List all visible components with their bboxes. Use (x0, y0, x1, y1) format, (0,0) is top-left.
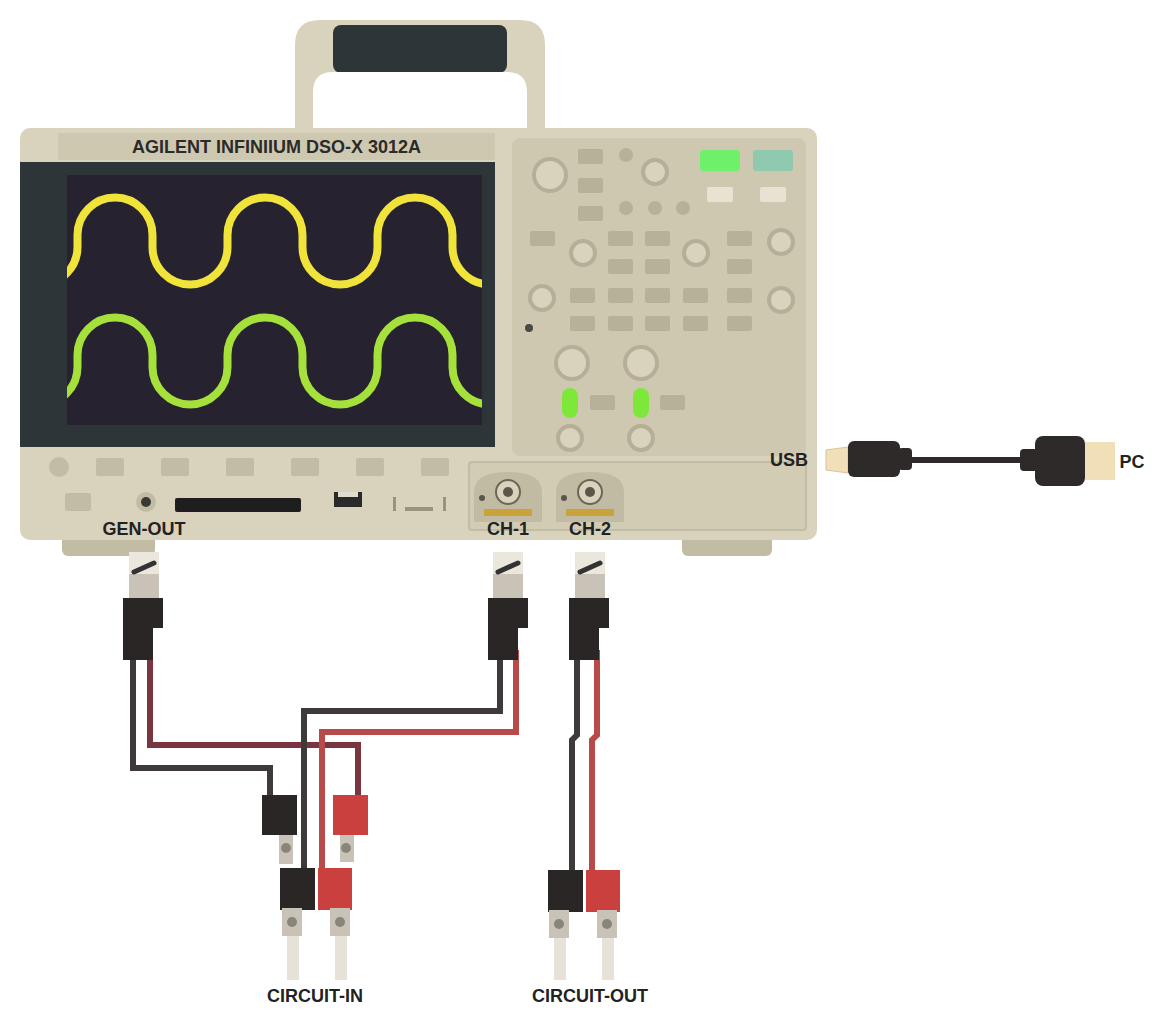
terminal-label: CIRCUIT-IN (267, 987, 363, 1005)
button (707, 187, 733, 202)
port-label: CH-1 (487, 520, 529, 538)
model-name: AGILENT INFINIIUM DSO-X 3012A (132, 138, 421, 156)
handle-grip (333, 25, 507, 73)
indicator (525, 324, 533, 332)
terminal-label: CIRCUIT-OUT (532, 987, 648, 1005)
port-label: CH-2 (569, 520, 611, 538)
usb-port-tongue (338, 492, 358, 497)
bnc-port (474, 472, 542, 522)
test-leads (133, 650, 597, 875)
port-label: GEN-OUT (103, 520, 186, 538)
run-button (700, 150, 740, 171)
channel-led (633, 388, 649, 418)
knobs (530, 159, 793, 450)
model-band: AGILENT INFINIIUM DSO-X 3012A (58, 133, 495, 160)
mark (405, 507, 433, 511)
usb-cable (826, 436, 1115, 486)
usb-port (334, 492, 362, 507)
control-panel (512, 138, 806, 456)
ch2-trace (67, 318, 482, 405)
single-button (753, 150, 793, 171)
bnc-plug (488, 552, 528, 660)
gen-out-jack (136, 492, 156, 512)
power-button (49, 457, 69, 477)
handle (295, 20, 545, 130)
card-slot (175, 498, 301, 512)
bnc-plug (569, 552, 609, 660)
ch1-trace (67, 198, 482, 285)
channel-led (562, 388, 578, 418)
bnc-port (556, 472, 624, 522)
jack-hole (141, 497, 151, 507)
banana-plugs (262, 795, 620, 980)
mark (393, 497, 396, 511)
handle-opening (313, 72, 527, 130)
scope-body (20, 128, 817, 540)
connector-label: PC (1119, 453, 1144, 471)
title-band-fill (58, 133, 495, 160)
screen (67, 175, 482, 425)
buttons (530, 148, 752, 410)
connector-label: USB (770, 451, 808, 469)
mark (443, 497, 446, 511)
softkeys (65, 458, 449, 511)
bnc-plug (123, 552, 163, 660)
button (760, 187, 786, 202)
